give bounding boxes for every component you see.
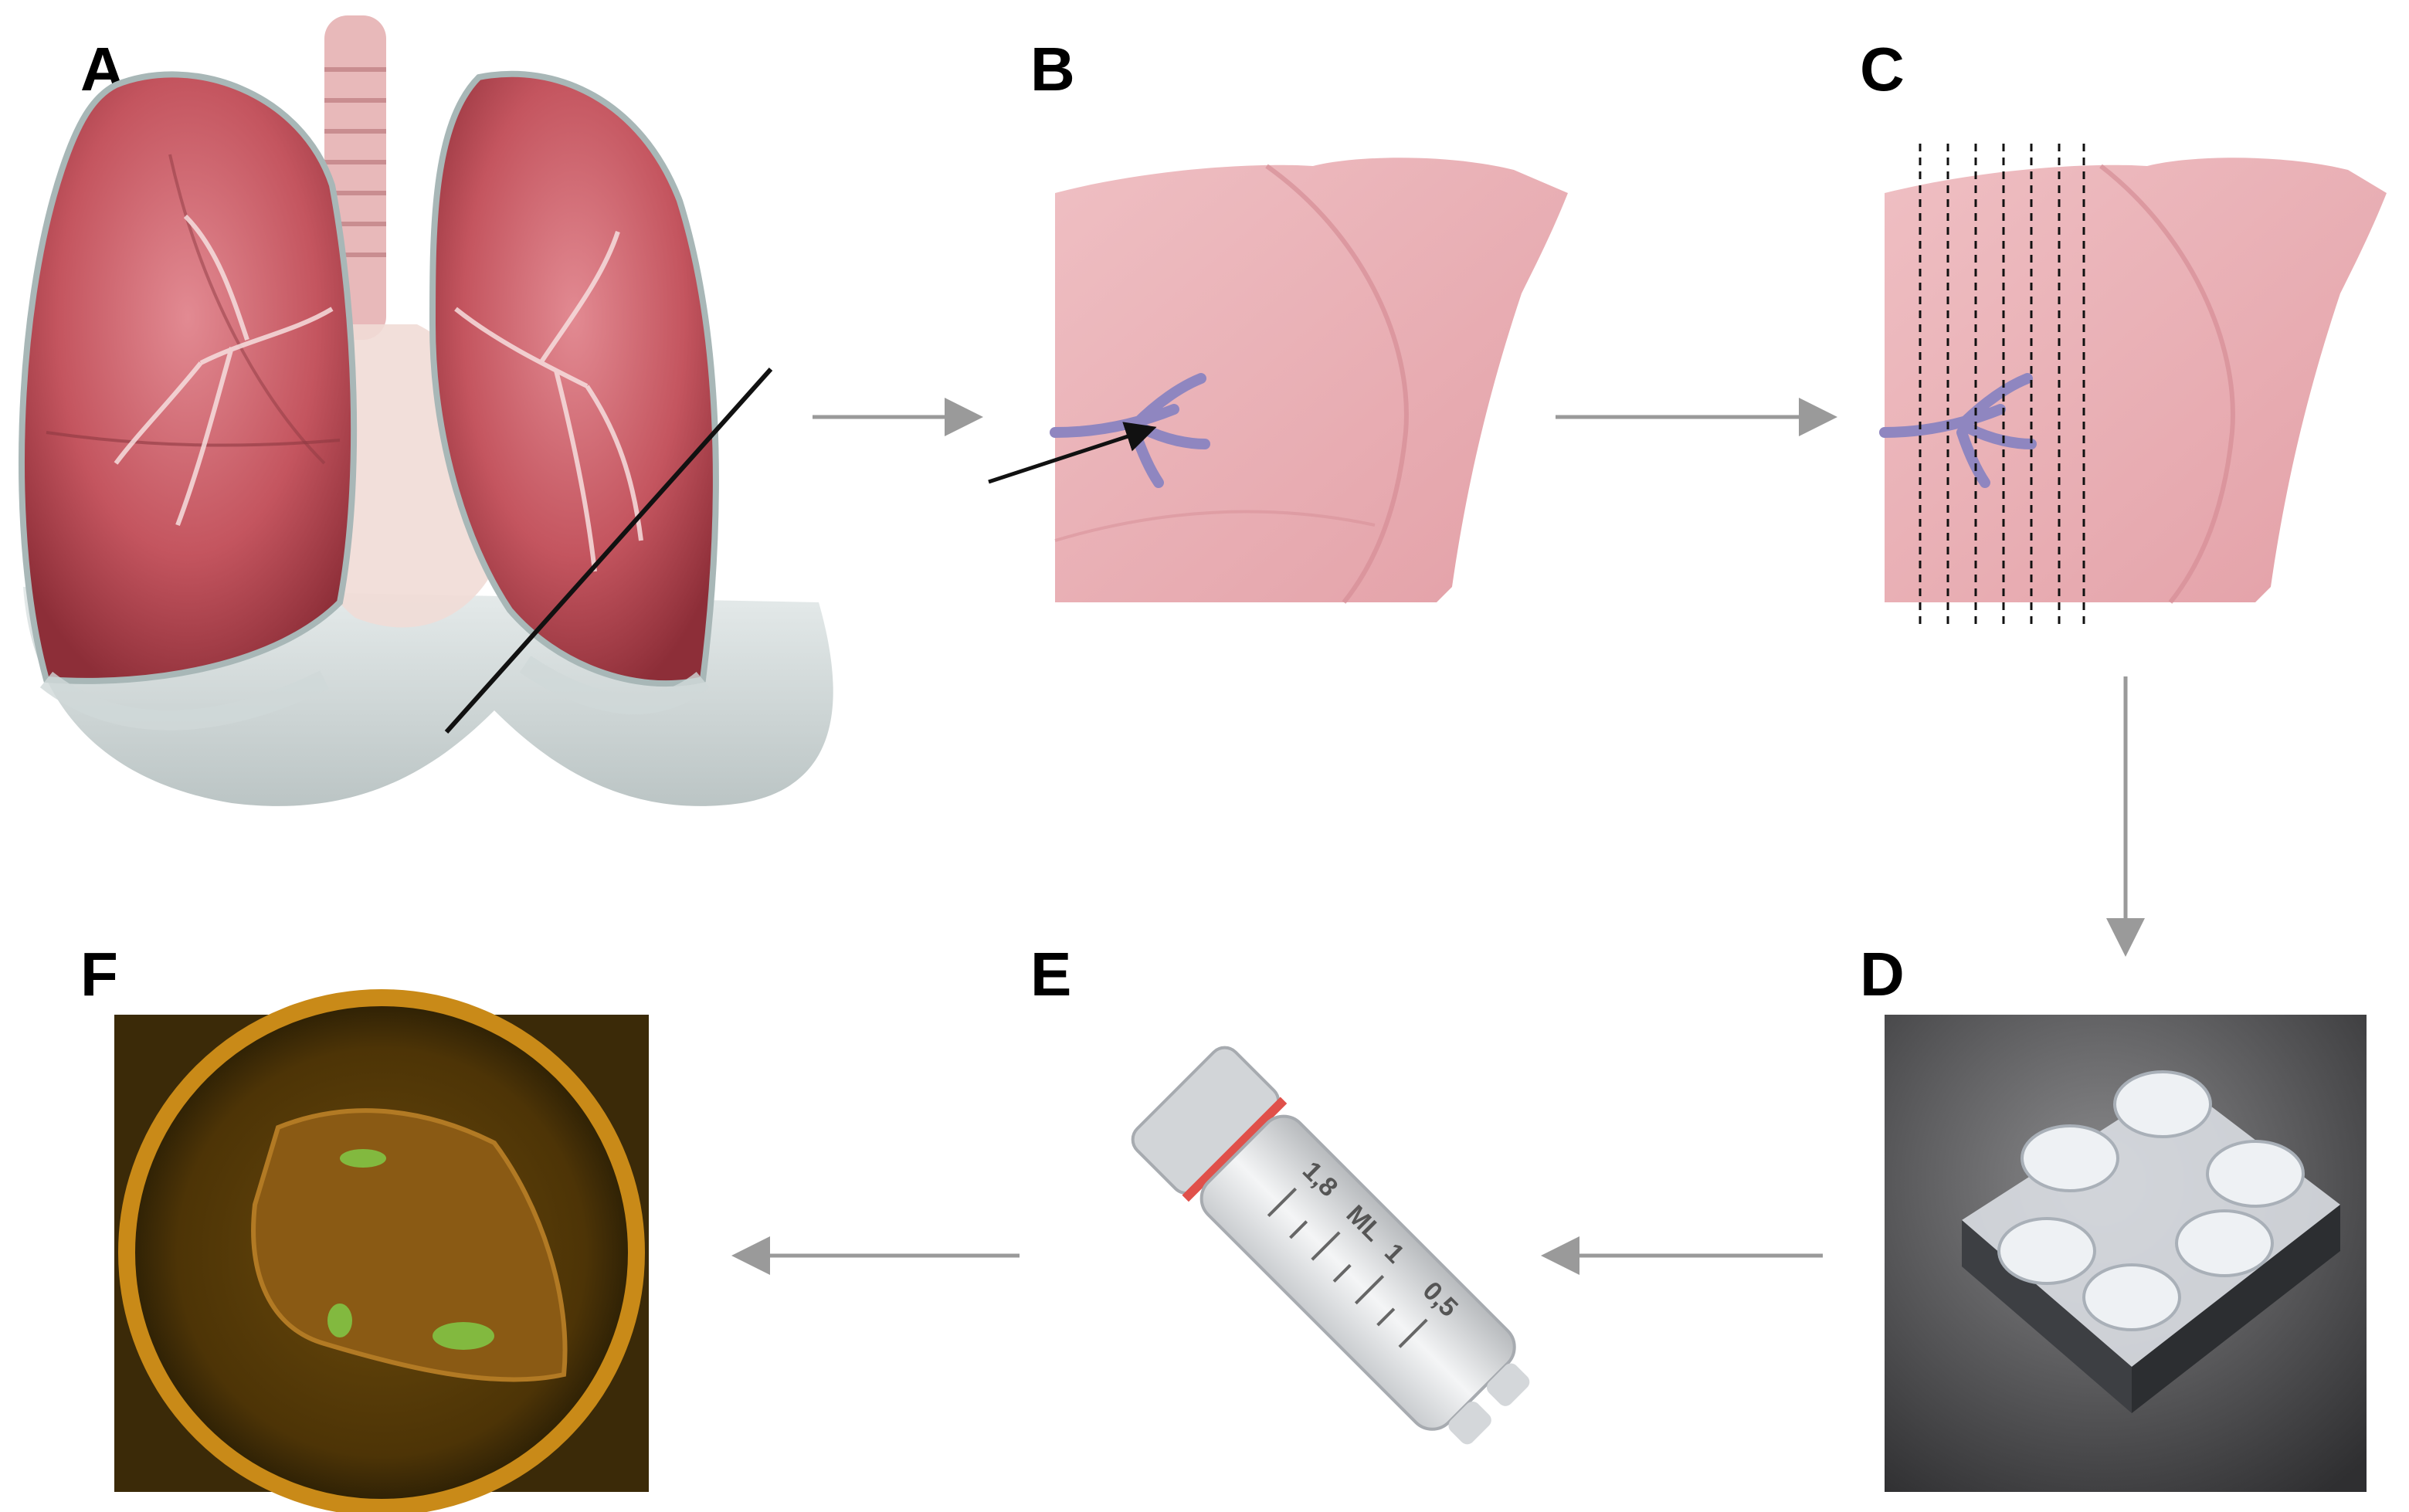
lungs-illustration	[19, 15, 833, 806]
vial-scale-low: 0,5	[1417, 1276, 1464, 1322]
panel-label-d: D	[1860, 940, 1905, 1009]
sliced-lobe	[1879, 144, 2387, 630]
panel-label-b: B	[1030, 35, 1075, 103]
fluorescent-well	[114, 989, 649, 1512]
vial-scale-top: 1,8	[1297, 1156, 1343, 1202]
panel-label-f: F	[80, 940, 118, 1009]
panel-label-e: E	[1030, 940, 1072, 1009]
cryovial	[1131, 1046, 1530, 1445]
six-well-plate	[1885, 1015, 2367, 1492]
vial-scale-unit: ML	[1341, 1199, 1389, 1247]
excised-lobe	[988, 158, 1568, 604]
panel-label-c: C	[1860, 35, 1905, 103]
flow-arrows	[731, 398, 2145, 1275]
vial-scale-mid: 1	[1379, 1238, 1410, 1269]
